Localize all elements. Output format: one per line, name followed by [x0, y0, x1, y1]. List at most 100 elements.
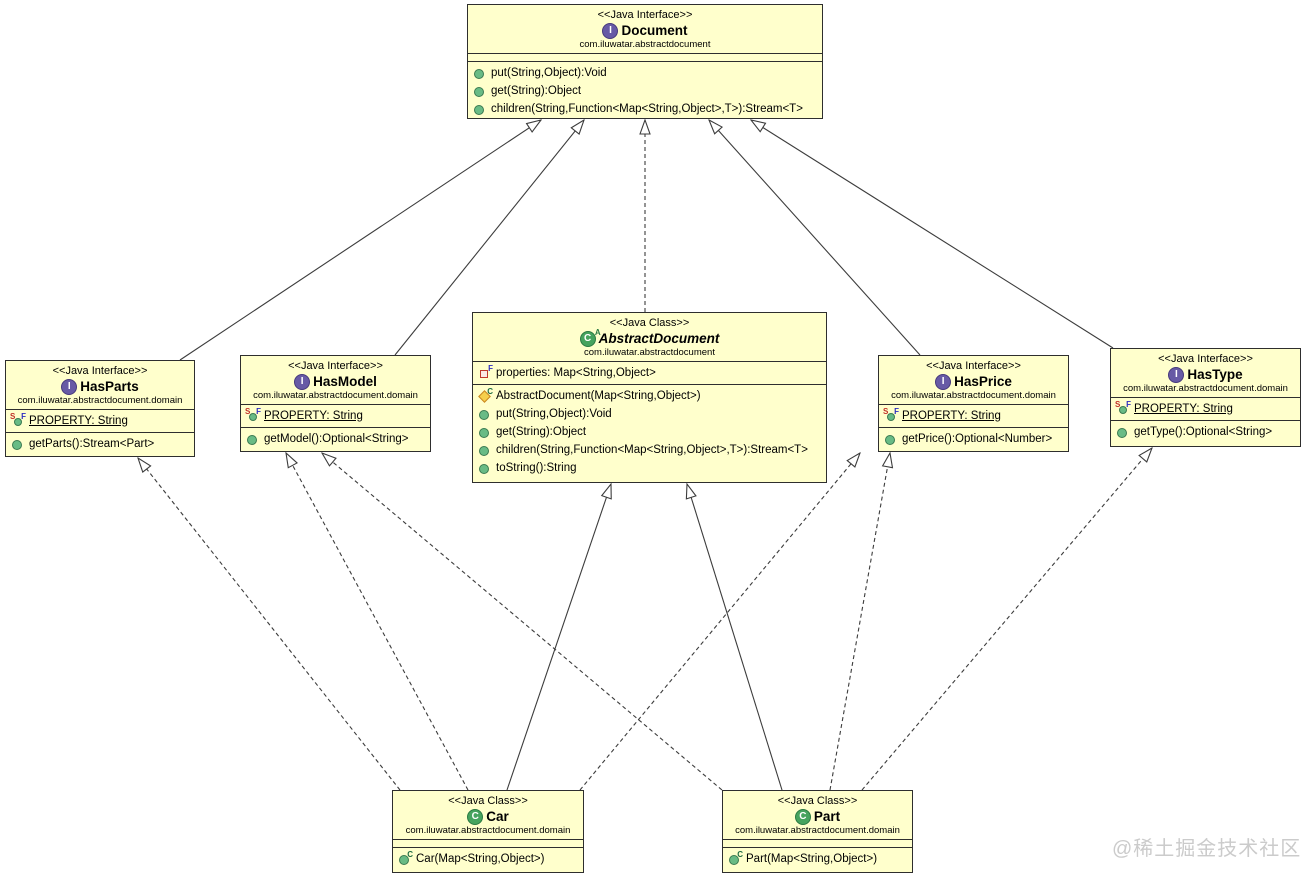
stereotype-label: <<Java Interface>>	[288, 360, 383, 372]
edge-part-hasprice-realization	[829, 453, 890, 791]
member-label: PROPERTY: String	[29, 415, 128, 427]
class-name: AbstractDocument	[598, 331, 720, 346]
stereotype-label: <<Java Interface>>	[926, 360, 1021, 372]
public-visibility-dot	[729, 854, 739, 865]
fields-compartment	[723, 839, 912, 847]
class-name: Part	[813, 809, 841, 824]
public-visibility-dot	[479, 409, 489, 420]
member-label: get(String):Object	[496, 426, 587, 438]
final-badge: F	[894, 406, 899, 416]
edge-part-hasmodel-realization	[322, 453, 723, 791]
edge-hasprice-document-generalization	[709, 120, 921, 356]
public-method-icon	[478, 443, 492, 458]
edge-car-abstractdocument-generalization	[506, 484, 611, 791]
package-label: com.iluwatar.abstractdocument.domain	[891, 390, 1056, 401]
static-badge: S	[1115, 399, 1121, 409]
public-method-icon	[473, 66, 487, 81]
public-visibility-dot	[14, 417, 22, 426]
public-visibility-dot	[399, 854, 409, 865]
public-method-icon	[473, 84, 487, 99]
member-label: put(String,Object):Void	[496, 408, 612, 420]
final-badge: F	[488, 363, 493, 373]
edge-car-hasprice-realization	[579, 453, 860, 791]
public-visibility-dot	[1117, 427, 1127, 438]
private-final-field-icon: F	[478, 363, 493, 381]
member-label: getPrice():Optional<Number>	[902, 433, 1053, 445]
member-row: children(String,Function<Map<String,Obje…	[468, 100, 822, 118]
final-badge: F	[21, 411, 26, 421]
member-label: PROPERTY: String	[902, 410, 1001, 422]
member-label: getParts():Stream<Part>	[29, 438, 155, 450]
interface-icon: I	[294, 374, 311, 390]
stereotype-label: <<Java Interface>>	[597, 9, 693, 21]
member-label: children(String,Function<Map<String,Obje…	[496, 444, 808, 456]
class-icon: C	[467, 809, 484, 825]
edge-part-abstractdocument-generalization	[687, 484, 783, 791]
constructor-badge: C	[407, 849, 413, 859]
edge-part-hastype-realization	[861, 448, 1152, 791]
interface-icon: I	[602, 23, 619, 39]
public-constructor-icon: C	[728, 850, 743, 867]
public-constructor-icon: C	[398, 849, 413, 867]
fields-compartment	[468, 53, 822, 61]
package-label: com.iluwatar.abstractdocument.domain	[253, 390, 418, 401]
class-name: Document	[621, 23, 688, 38]
member-row: getModel():Optional<String>	[241, 430, 430, 448]
class-name: HasPrice	[954, 374, 1012, 389]
member-label: put(String,Object):Void	[491, 67, 607, 79]
member-row: getType():Optional<String>	[1111, 423, 1300, 441]
member-label: toString():String	[496, 462, 577, 474]
class-name: HasType	[1187, 367, 1243, 382]
public-method-icon	[884, 432, 898, 447]
edge-hastype-document-generalization	[751, 120, 1114, 349]
class-name: HasParts	[80, 379, 139, 394]
juejin-watermark: @稀土掘金技术社区	[1112, 838, 1302, 860]
public-visibility-dot	[474, 68, 484, 79]
public-method-icon	[478, 407, 492, 422]
stereotype-label: <<Java Class>>	[777, 795, 858, 807]
stereotype-label: <<Java Interface>>	[52, 365, 148, 377]
public-visibility-dot	[474, 104, 484, 115]
member-row: get(String):Object	[468, 82, 822, 100]
public-visibility-dot	[885, 434, 895, 445]
interface-icon: I	[935, 374, 952, 390]
public-visibility-dot	[1119, 405, 1127, 414]
member-row: get(String):Object	[473, 423, 826, 441]
static-badge: S	[883, 406, 889, 416]
public-visibility-dot	[247, 434, 257, 445]
package-label: com.iluwatar.abstractdocument.domain	[1123, 383, 1288, 394]
methods-compartment: getParts():Stream<Part>	[6, 432, 194, 456]
member-label: children(String,Function<Map<String,Obje…	[491, 103, 803, 115]
stereotype-label: <<Java Class>>	[448, 795, 528, 807]
public-method-icon	[473, 102, 487, 117]
class-name: Car	[486, 809, 509, 824]
